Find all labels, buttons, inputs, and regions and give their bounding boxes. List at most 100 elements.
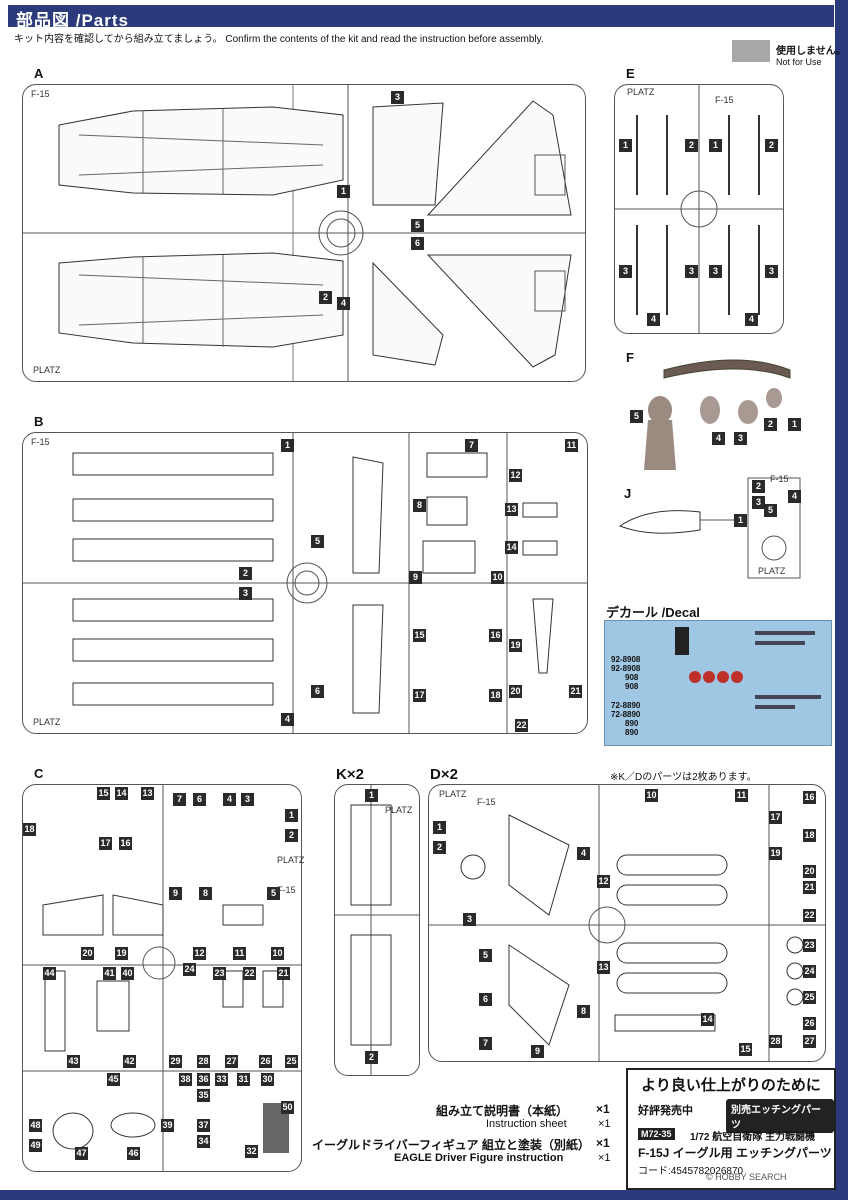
sprue-d-drawing [429,785,825,1061]
part-number: 20 [81,947,94,960]
part-number: 17 [413,689,426,702]
sprue-d-label: D×2 [430,766,458,783]
part-number: 1 [285,809,298,822]
part-number: 6 [311,685,324,698]
part-number: 11 [735,789,748,802]
decal-code: 908 [625,673,639,682]
part-number: 4 [788,490,801,503]
sprue-c: 15 14 13 7 6 4 3 1 2 18 17 16 9 8 5 20 1… [22,784,304,1172]
part-number: 30 [261,1073,274,1086]
part-number: 25 [803,991,816,1004]
part-number: 16 [489,629,502,642]
part-number: 21 [803,881,816,894]
part-number: 28 [769,1035,782,1048]
decal-codes-1: 92-8908 92-8908 908 908 [611,655,640,691]
part-number: 22 [803,909,816,922]
part-number: 43 [67,1055,80,1068]
page-header: 部品図 /Parts [8,5,834,30]
part-number: 4 [745,313,758,326]
part-number: 11 [233,947,246,960]
part-number: 32 [245,1145,258,1158]
part-number: 8 [413,499,426,512]
part-number: 22 [515,719,528,732]
part-number: 49 [29,1139,42,1152]
decal-codes-2: 72-8890 72-8890 890 890 [611,701,640,737]
part-number: 3 [709,265,722,278]
part-number: 5 [267,887,280,900]
part-number: 28 [197,1055,210,1068]
part-number: 7 [465,439,478,452]
ad-product-code: M72-35 [638,1128,675,1140]
sprue-c-label: C [34,766,44,781]
part-number: 42 [123,1055,136,1068]
part-number: 15 [97,787,110,800]
sprue-d-tag: F-15 [477,797,496,807]
part-number: 2 [765,139,778,152]
ad-line-1: 1/72 航空自衛隊 主力戦闘機 [690,1132,816,1143]
ad-line-3: コード:4545782026870 [638,1166,744,1177]
decal-sheet: 92-8908 92-8908 908 908 72-8890 72-8890 … [604,620,832,746]
part-number: 34 [197,1135,210,1148]
part-number: 20 [803,865,816,878]
part-number: 5 [311,535,324,548]
instruction-qty: ×1 [598,1152,611,1164]
part-number: 5 [479,949,492,962]
part-number: 10 [645,789,658,802]
decal-label: デカール /Decal [606,605,700,620]
sprue-d: PLATZ F-15 1 2 3 4 5 6 7 8 9 10 11 12 13… [428,784,826,1062]
sprue-a-label: A [34,66,44,81]
not-for-use-jp: 使用しません。 [776,46,846,57]
sprue-a: F-15 PLATZ 1 2 3 4 5 6 [22,84,586,382]
decal-code: 72-8890 [611,710,641,719]
watermark: © HOBBY SEARCH [706,1172,787,1182]
instruction-qty: ×1 [596,1102,610,1116]
part-number: 3 [391,91,404,104]
part-number: 1 [365,789,378,802]
part-number: 17 [769,811,782,824]
sprue-b: F-15 PLATZ 1 2 3 4 5 6 7 8 9 10 11 12 13… [22,432,588,734]
decal-drawing [675,627,821,709]
page-title: 部品図 /Parts [16,11,129,30]
part-number: 6 [193,793,206,806]
part-number: 1 [709,139,722,152]
right-edge-bar [835,0,848,1200]
part-number: 13 [597,961,610,974]
sprue-c-drawing [23,785,301,1171]
part-number: 18 [489,689,502,702]
part-number: 3 [463,913,476,926]
part-number: 2 [239,567,252,580]
part-number: 12 [597,875,610,888]
sprue-e-label: E [626,66,635,81]
part-number: 3 [734,432,747,445]
instruction-item: EAGLE Driver Figure instruction [394,1152,564,1164]
part-number: 19 [509,639,522,652]
part-number: 45 [107,1073,120,1086]
instruction-item: Instruction sheet [486,1118,567,1130]
part-number: 7 [173,793,186,806]
part-number: 3 [752,496,765,509]
part-number: 1 [619,139,632,152]
part-number: 1 [281,439,294,452]
sprue-b-label: B [34,414,44,429]
part-number: 3 [239,587,252,600]
part-number: 33 [215,1073,228,1086]
part-number: 5 [630,410,643,423]
part-number: 2 [285,829,298,842]
part-number: 21 [277,967,290,980]
part-number: 9 [531,1045,544,1058]
part-number: 13 [505,503,518,516]
part-number: 10 [271,947,284,960]
part-number: 18 [803,829,816,842]
sprue-k-label: K×2 [336,766,364,783]
part-number: 3 [619,265,632,278]
decal-code: 890 [625,719,639,728]
part-number: 38 [179,1073,192,1086]
part-number: 15 [413,629,426,642]
part-number: 37 [197,1119,210,1132]
part-number: 47 [75,1147,88,1160]
part-number: 3 [685,265,698,278]
part-number: 3 [765,265,778,278]
part-number: 10 [491,571,504,584]
part-number: 4 [712,432,725,445]
intro-text: キット内容を確認してから組み立てましょう。 Confirm the conten… [14,34,544,45]
